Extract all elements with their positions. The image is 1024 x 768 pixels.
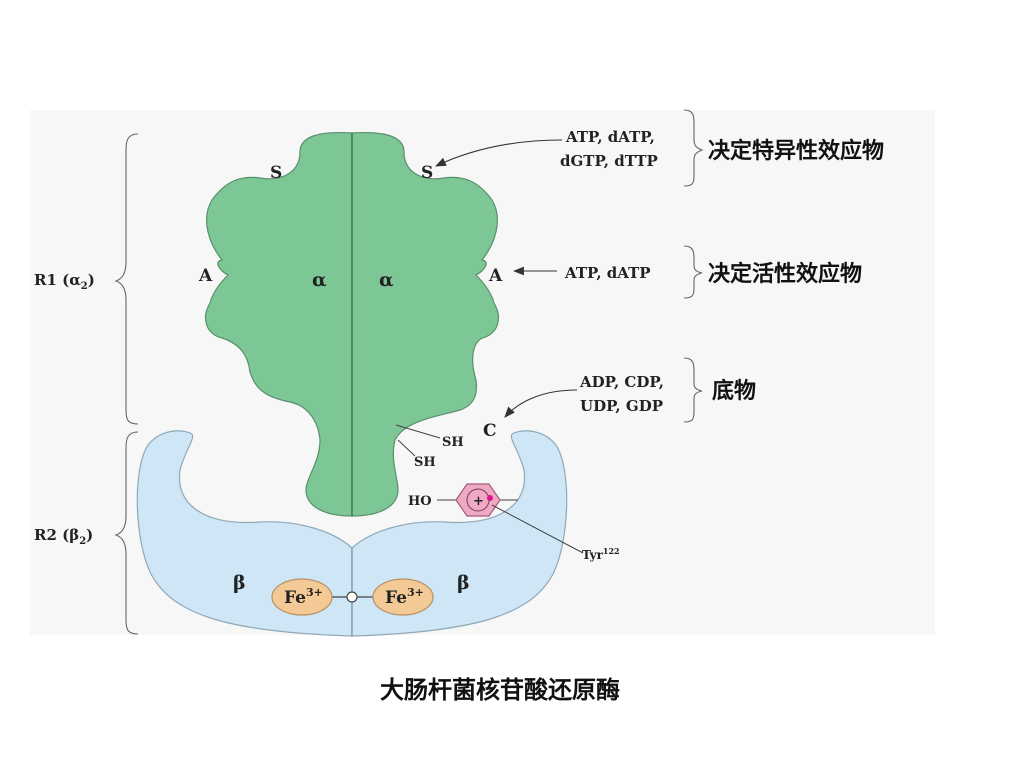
beta-label-left: β bbox=[233, 572, 246, 594]
fe-label-left: Fe3+ bbox=[284, 586, 323, 608]
alpha-subunit-left bbox=[205, 131, 353, 517]
substrate-label: 底物 bbox=[712, 378, 756, 404]
site-a-right: A bbox=[488, 266, 503, 286]
radical-plus: + bbox=[473, 494, 484, 509]
figure-caption: 大肠杆菌核苷酸还原酶 bbox=[380, 676, 620, 704]
tyr-pointer-line bbox=[491, 504, 584, 554]
fe-label-right: Fe3+ bbox=[385, 586, 424, 608]
specificity-effector-label: 决定特异性效应物 bbox=[708, 138, 884, 164]
specificity-arrow bbox=[435, 139, 563, 167]
activity-effector-label: 决定活性效应物 bbox=[708, 261, 862, 287]
alpha-label-right: α bbox=[379, 269, 394, 291]
sh-pointer-1 bbox=[395, 424, 441, 439]
alpha-subunit-right bbox=[351, 131, 499, 517]
site-s-left: S bbox=[270, 163, 282, 183]
specificity-effectors-line2: dGTP, dTTP bbox=[560, 152, 658, 170]
specificity-brace bbox=[683, 109, 704, 187]
sh-label-1: SH bbox=[442, 435, 464, 450]
fe-ion-left bbox=[271, 578, 333, 616]
radical-dot bbox=[487, 495, 493, 501]
site-a-left: A bbox=[198, 266, 213, 286]
substrate-brace bbox=[683, 357, 703, 423]
fe-ion-right bbox=[372, 578, 434, 616]
site-s-right: S bbox=[421, 163, 433, 183]
specificity-effectors-line1: ATP, dATP, bbox=[565, 128, 655, 146]
tyr-hexagon bbox=[455, 483, 501, 517]
site-c: C bbox=[483, 421, 497, 441]
substrate-arrow bbox=[504, 389, 578, 418]
oxo-bridge-node bbox=[346, 591, 358, 603]
activity-brace bbox=[683, 245, 703, 299]
sh-label-2: SH bbox=[414, 455, 436, 470]
substrate-line1: ADP, CDP, bbox=[579, 373, 664, 391]
tyr-label: Tyr122 bbox=[582, 546, 620, 562]
alpha-label-left: α bbox=[312, 269, 327, 291]
r1-brace bbox=[114, 133, 139, 425]
r1-label: R1 (α2) bbox=[34, 271, 95, 292]
beta-label-right: β bbox=[457, 572, 470, 594]
activity-effectors-line1: ATP, dATP bbox=[564, 264, 651, 282]
substrate-line2: UDP, GDP bbox=[580, 397, 663, 415]
sh-pointer-2 bbox=[397, 439, 416, 457]
r2-brace bbox=[114, 431, 139, 635]
r2-label: R2 (β2) bbox=[34, 526, 93, 547]
ho-label: HO bbox=[408, 494, 432, 509]
